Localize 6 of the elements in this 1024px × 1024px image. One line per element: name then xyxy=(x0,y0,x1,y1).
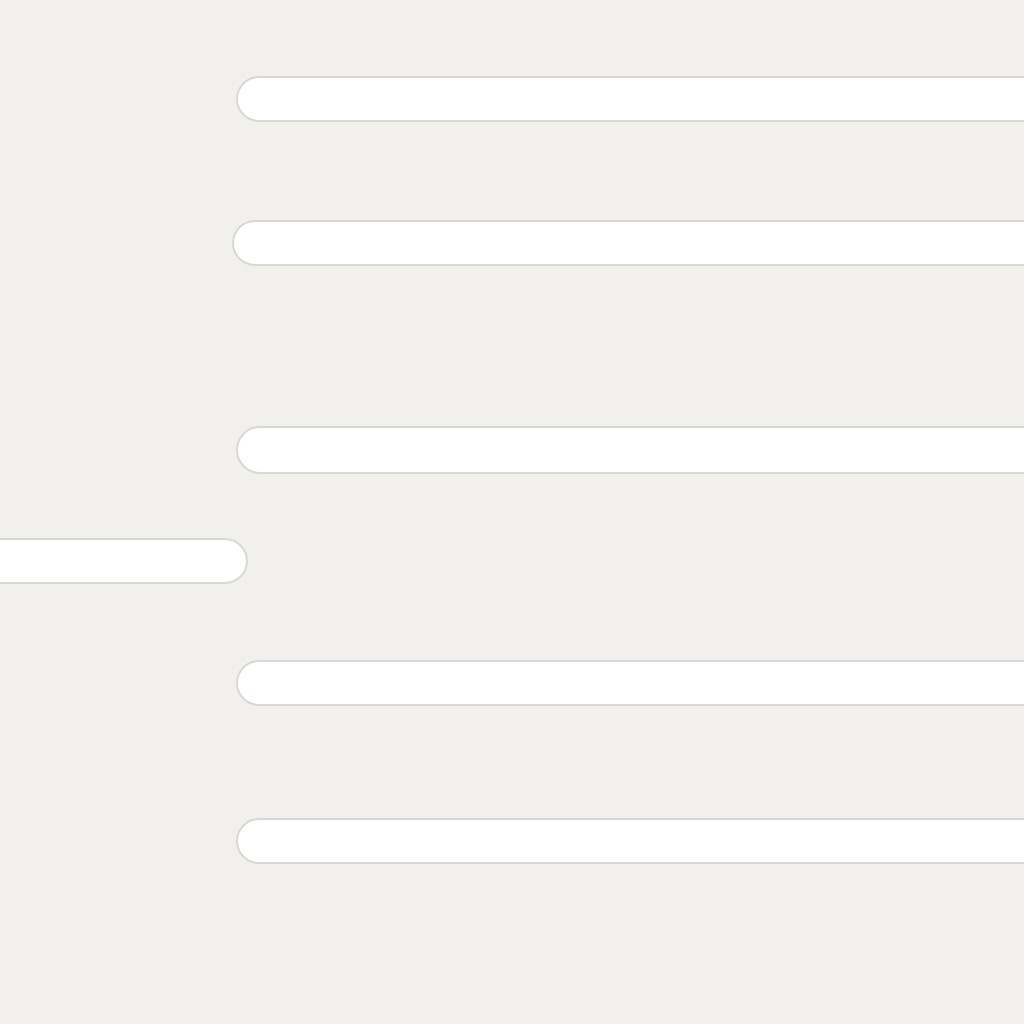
rounded-bar xyxy=(0,538,248,584)
rounded-bar xyxy=(236,76,1024,122)
rounded-bar xyxy=(236,426,1024,474)
rounded-bar xyxy=(232,220,1024,266)
rounded-bar xyxy=(236,660,1024,706)
rounded-bar xyxy=(236,818,1024,864)
